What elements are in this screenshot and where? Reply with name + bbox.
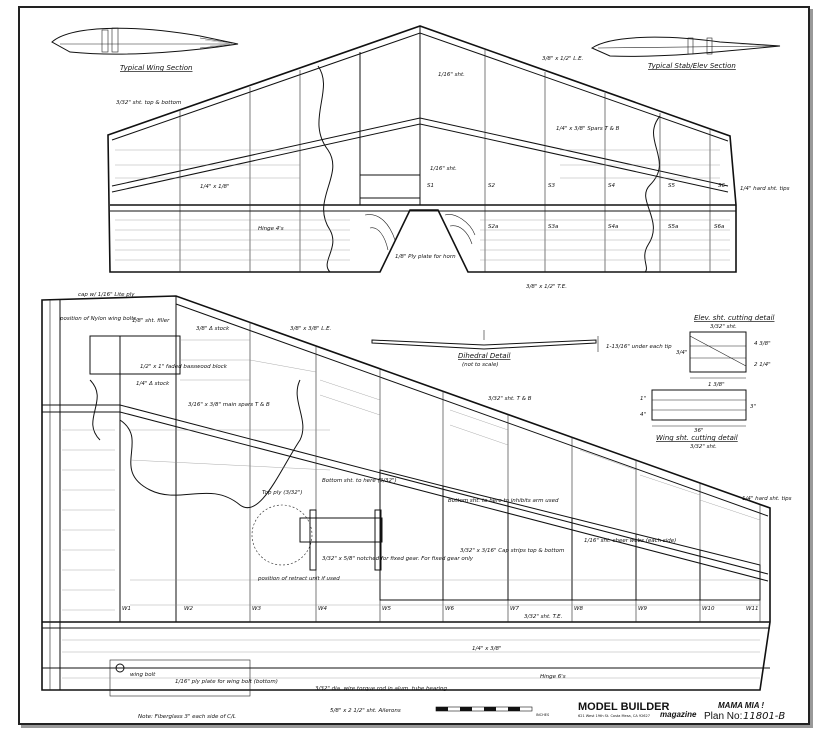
elev-cut-sub: 3/32" sht. [710, 324, 737, 330]
dihedral-sub: (not to scale) [462, 362, 499, 368]
label-le-top: 3/8" x 1/2" L.E. [542, 56, 584, 62]
dim-elev-3: 1 3/8" [708, 382, 725, 388]
label-le: 3/8" x 3/8" L.E. [290, 326, 332, 332]
label-te: 3/32" sht. T.E. [524, 614, 563, 620]
rib-s6: S6 [718, 183, 725, 189]
label-retract: position of retract unit if used [257, 576, 340, 582]
scale-bar [435, 706, 533, 712]
dihedral-title: Dihedral Detail [458, 352, 511, 360]
label-bottom-sht2: Bottom sht. to here to inhibits arm used [448, 498, 559, 504]
label-cap-strips: 3/32" x 3/16" Cap strips top & bottom [460, 548, 564, 554]
dihedral-note: 1-13/16" under each tip [606, 344, 672, 350]
label-nylon: position of Nylon wing bolts [59, 316, 136, 322]
rib-s1: S1 [427, 183, 434, 189]
elev-cut-title: Elev. sht. cutting detail [694, 314, 775, 322]
dim-wing-4: 36" [694, 428, 704, 434]
brand-title: MODEL BUILDER [578, 701, 670, 713]
model-name: MAMA MIA ! [718, 701, 764, 710]
rib-s5a: S5a [668, 224, 679, 230]
rib-s5: S5 [668, 183, 675, 189]
label-sheer: 1/16" sht. sheer webs (each side) [584, 538, 676, 544]
rib-s4: S4 [608, 183, 615, 189]
wing-section-drawing [51, 27, 239, 55]
label-hard-tips2: 1/4" hard sht. tips [742, 496, 792, 502]
address: 621 West 19th St. Costa Mesa, CA 92627 [578, 714, 650, 718]
rib-s3a: S3a [548, 224, 559, 230]
label-spar-stock: 1/4" x 1/8" [200, 184, 230, 190]
label-ply-plate: 1/16" ply plate for wing bolt (bottom) [175, 679, 278, 685]
wing-cut-detail [651, 389, 747, 427]
stab-planform [107, 25, 737, 273]
wing-section-title: Typical Wing Section [120, 64, 193, 72]
wing-cut-sub: 3/32" sht. [690, 444, 717, 450]
rib-w6: W6 [445, 606, 454, 612]
rib-w9: W9 [638, 606, 647, 612]
label-top-ply: Top ply (3/32") [262, 490, 302, 496]
label-cap: cap w/ 1/16" Lite ply [78, 292, 135, 298]
rib-w10: W10 [702, 606, 715, 612]
rib-s6a: S6a [714, 224, 725, 230]
dim-wing-3: 4" [640, 412, 646, 418]
label-basswood: 1/2" x 1" faded basswood block [140, 364, 228, 370]
dihedral-detail [371, 330, 599, 352]
rib-s2: S2 [488, 183, 495, 189]
label-hinge2: Hinge 6's [540, 674, 566, 680]
rib-s2a: S2a [488, 224, 499, 230]
rib-w11: W11 [746, 606, 758, 612]
plan-number: 11801-B [743, 711, 785, 722]
rib-w5: W5 [382, 606, 391, 612]
label-stock2: 1/4" Δ stock [136, 381, 170, 387]
label-hinge: Hinge 4's [258, 226, 284, 232]
rib-w8: W8 [574, 606, 583, 612]
wing-planform [41, 295, 771, 697]
stab-section-title: Typical Stab/Elev Section [648, 62, 736, 70]
dim-elev-1: 4 3/8" [754, 341, 771, 347]
elev-cut-detail [689, 331, 747, 379]
label-main-spars: 3/16" x 3/8" main spars T & B [188, 402, 270, 408]
label-center-sht2: 1/16" sht. [430, 166, 457, 172]
rib-s3: S3 [548, 183, 555, 189]
brand-subtitle: magazine [660, 710, 697, 719]
dim-wing-1: 3" [750, 404, 756, 410]
label-ailerons: 5/8" x 2 1/2" sht. Ailerons [330, 708, 401, 714]
label-fiberglass: Note: Fiberglass 3" each side of C/L [138, 714, 236, 720]
label-fry-plate: 1/8" Ply plate for horn [395, 254, 456, 260]
dim-wing-2: 1" [640, 396, 646, 402]
rib-w1: W1 [122, 606, 131, 612]
label-top-b: 3/32" sht. T & B [488, 396, 532, 402]
label-tb-sht: 3/32" sht. top & bottom [116, 100, 181, 106]
label-hard-tips: 1/4" hard sht. tips [740, 186, 790, 192]
label-spars: 1/4" x 3/8" Spars T & B [556, 126, 620, 132]
scale-label: INCHES [536, 713, 550, 717]
label-bottom-sht: Bottom sht. to here (3/32") [322, 478, 397, 484]
label-torque: 3/32" dia. wire torque rod in alum. tube… [315, 686, 447, 692]
label-te-top: 3/8" x 1/2" T.E. [526, 284, 567, 290]
label-filler: 1/8" sht. filler [132, 318, 170, 324]
label-wing-bolt: wing bolt [130, 672, 156, 678]
rib-w3: W3 [252, 606, 261, 612]
label-landing: 3/32" x 5/8" notched for fixed gear. For… [322, 556, 474, 562]
rib-s4a: S4a [608, 224, 619, 230]
rib-w7: W7 [510, 606, 519, 612]
dim-elev-2: 2 1/4" [754, 362, 771, 368]
plan-label: Plan No: [704, 711, 742, 722]
dim-elev-4: 3/4" [676, 350, 687, 356]
label-center-sht: 1/16" sht. [438, 72, 465, 78]
rib-w4: W4 [318, 606, 327, 612]
wing-cut-title: Wing sht. cutting detail [656, 434, 738, 442]
stab-section-drawing [590, 36, 781, 57]
label-le2: 1/4" x 3/8" [472, 646, 502, 652]
rib-w2: W2 [184, 606, 193, 612]
label-stock: 3/8" Δ stock [196, 326, 230, 332]
